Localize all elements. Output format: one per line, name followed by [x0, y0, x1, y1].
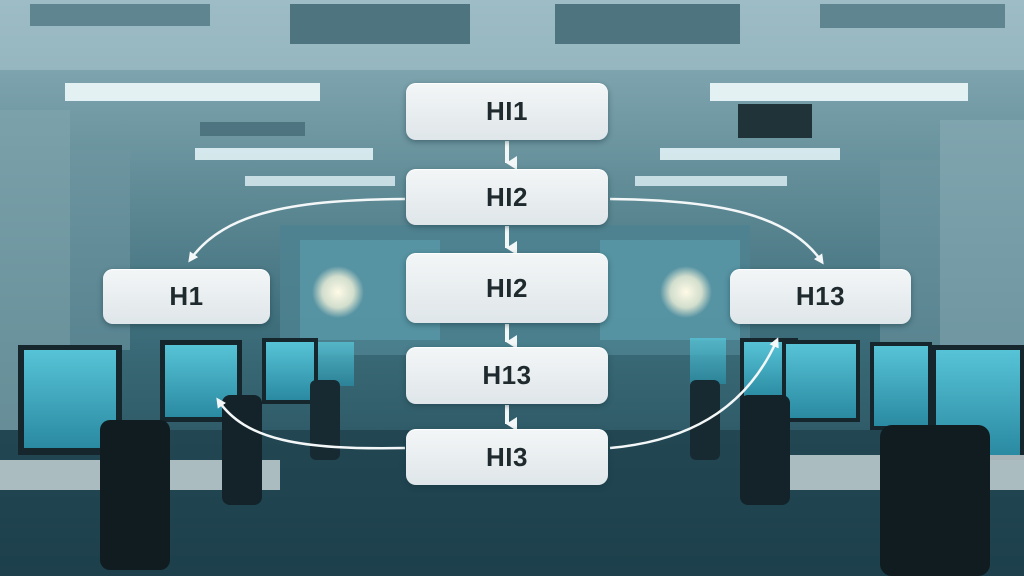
node-h13-right: H13 [730, 269, 911, 324]
arrow-hi3-to-h1 [216, 397, 406, 450]
node-h13-center: H13 [406, 347, 608, 404]
node-hi1: HI1 [406, 83, 608, 140]
arrow-hi2-to-h1 [188, 197, 406, 263]
node-hi3: HI3 [406, 429, 608, 485]
arrow-hi3-to-h13-right [609, 337, 779, 450]
node-hi2-upper: HI2 [406, 169, 608, 225]
node-h1-left: H1 [103, 269, 270, 324]
node-hi3-label: HI3 [486, 441, 528, 472]
node-hi2-lower-label: HI2 [486, 272, 528, 303]
node-h13-right-label: H13 [795, 281, 846, 311]
node-h1-left-label: H1 [169, 281, 204, 311]
arrow-hi2-to-h13-right [609, 197, 824, 265]
node-h13-center-label: H13 [482, 360, 532, 390]
node-hi1-label: HI1 [486, 96, 528, 126]
node-hi2-lower: HI2 [406, 253, 608, 323]
node-hi2-upper-label: HI2 [486, 181, 528, 212]
